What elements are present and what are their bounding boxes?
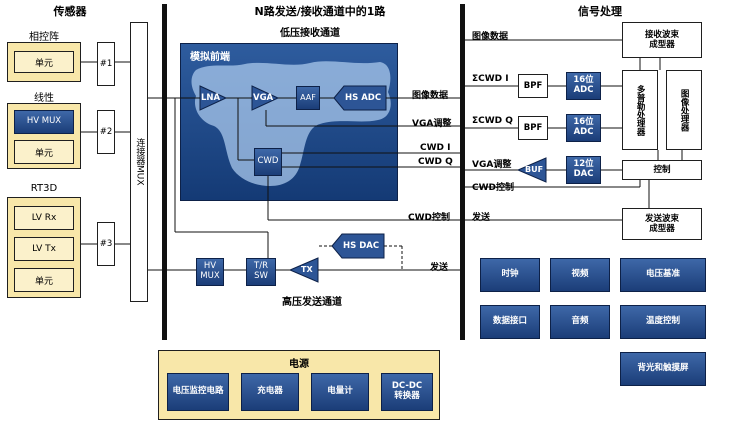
bpf-1: BPF (518, 74, 548, 98)
mux-number-1: #1 (97, 42, 115, 86)
image-processor-label: 图像处理器 (679, 88, 690, 132)
phased-array-cell: 单元 (14, 51, 74, 73)
doppler-processor-label: 多普勒处理器 (635, 84, 646, 136)
peripheral-data-interface: 数据接口 (480, 305, 540, 339)
rt3d-lv-rx: LV Rx (14, 206, 74, 230)
buf-label: BUF (525, 165, 544, 174)
peripheral-vref: 电压基准 (620, 258, 706, 292)
phased-array-title: 相控阵 (29, 32, 59, 43)
rt3d-box: LV Rx LV Tx 单元 (7, 197, 81, 298)
dac12: 12位 DAC (566, 156, 601, 184)
peripheral-backlight-touch: 背光和触摸屏 (620, 352, 706, 386)
linear-cell: 单元 (14, 140, 74, 164)
linear-title: 线性 (34, 93, 54, 104)
tx-channel-title: 高压发送通道 (282, 297, 342, 308)
sum-cwd-q-label: ΣCWD Q (472, 116, 513, 126)
power-voltage-monitor: 电压监控电路 (167, 373, 229, 411)
power-dcdc: DC-DC 转换器 (381, 373, 433, 411)
peripheral-clock: 时钟 (480, 258, 540, 292)
control-block: 控制 (622, 160, 702, 180)
mux-number-2: #2 (97, 110, 115, 154)
peripheral-audio: 音频 (550, 305, 610, 339)
rx-beamformer: 接收波束 成型器 (622, 22, 702, 58)
tr-switch-block: T/R SW (246, 258, 276, 286)
rt3d-lv-tx: LV Tx (14, 237, 74, 261)
image-processor: 图像处理器 (666, 70, 702, 150)
rx-channel-title: 低压接收通道 (280, 28, 340, 39)
connector-mux: 连接器MUX (130, 22, 148, 302)
vga-adjust2-label: VGA调整 (472, 160, 512, 170)
bpf-2: BPF (518, 116, 548, 140)
doppler-processor: 多普勒处理器 (622, 70, 658, 150)
divider-right (460, 4, 465, 340)
lna-label: LNA (201, 93, 221, 103)
cwd-block: CWD (254, 148, 282, 176)
connector-mux-label: 连接器MUX (134, 138, 145, 186)
linear-box: HV MUX 单元 (7, 103, 81, 169)
divider-left (162, 4, 167, 340)
aaf-block: AAF (296, 86, 320, 110)
hs-adc-label: HS ADC (345, 93, 382, 103)
phased-array-box: 单元 (7, 42, 81, 82)
tx-label: TX (301, 265, 313, 274)
peripheral-temp-control: 温度控制 (620, 305, 706, 339)
peripheral-video: 视频 (550, 258, 610, 292)
transmit-label: 发送 (430, 263, 449, 273)
hs-dac-label: HS DAC (343, 241, 380, 251)
adc16-2: 16位 ADC (566, 114, 601, 142)
vga-adjust-label: VGA调整 (412, 119, 452, 129)
tx-beamformer: 发送波束 成型器 (622, 208, 702, 240)
power-fuel-gauge: 电量计 (311, 373, 369, 411)
channel-section-title: N路发送/接收通道中的1路 (254, 5, 386, 18)
power-box: 电源 电压监控电路 充电器 电量计 DC-DC 转换器 (158, 350, 440, 420)
adc16-1: 16位 ADC (566, 72, 601, 100)
cwd-i-label: CWD I (420, 143, 451, 153)
mux-number-3: #3 (97, 222, 115, 266)
cwd-control2-label: CWD控制 (472, 183, 515, 193)
power-charger: 充电器 (241, 373, 299, 411)
signal-section-title: 信号处理 (578, 5, 622, 18)
linear-hv-mux: HV MUX (14, 110, 74, 134)
analog-front-end (180, 43, 398, 201)
front-end-title: 模拟前端 (190, 52, 230, 63)
power-title: 电源 (289, 359, 309, 370)
rt3d-cell: 单元 (14, 268, 74, 292)
vga-label: VGA (253, 93, 274, 103)
image-data-top-label: 图像数据 (472, 32, 509, 42)
sensor-section-title: 传感器 (53, 5, 87, 18)
cwd-control-label: CWD控制 (408, 213, 451, 223)
sum-cwd-i-label: ΣCWD I (472, 74, 509, 84)
cwd-q-label: CWD Q (418, 157, 453, 167)
rt3d-title: RT3D (30, 183, 58, 194)
image-data-label: 图像数据 (412, 91, 449, 101)
transmit-label-top: 发送 (472, 213, 491, 223)
hv-mux-block: HV MUX (196, 258, 224, 286)
